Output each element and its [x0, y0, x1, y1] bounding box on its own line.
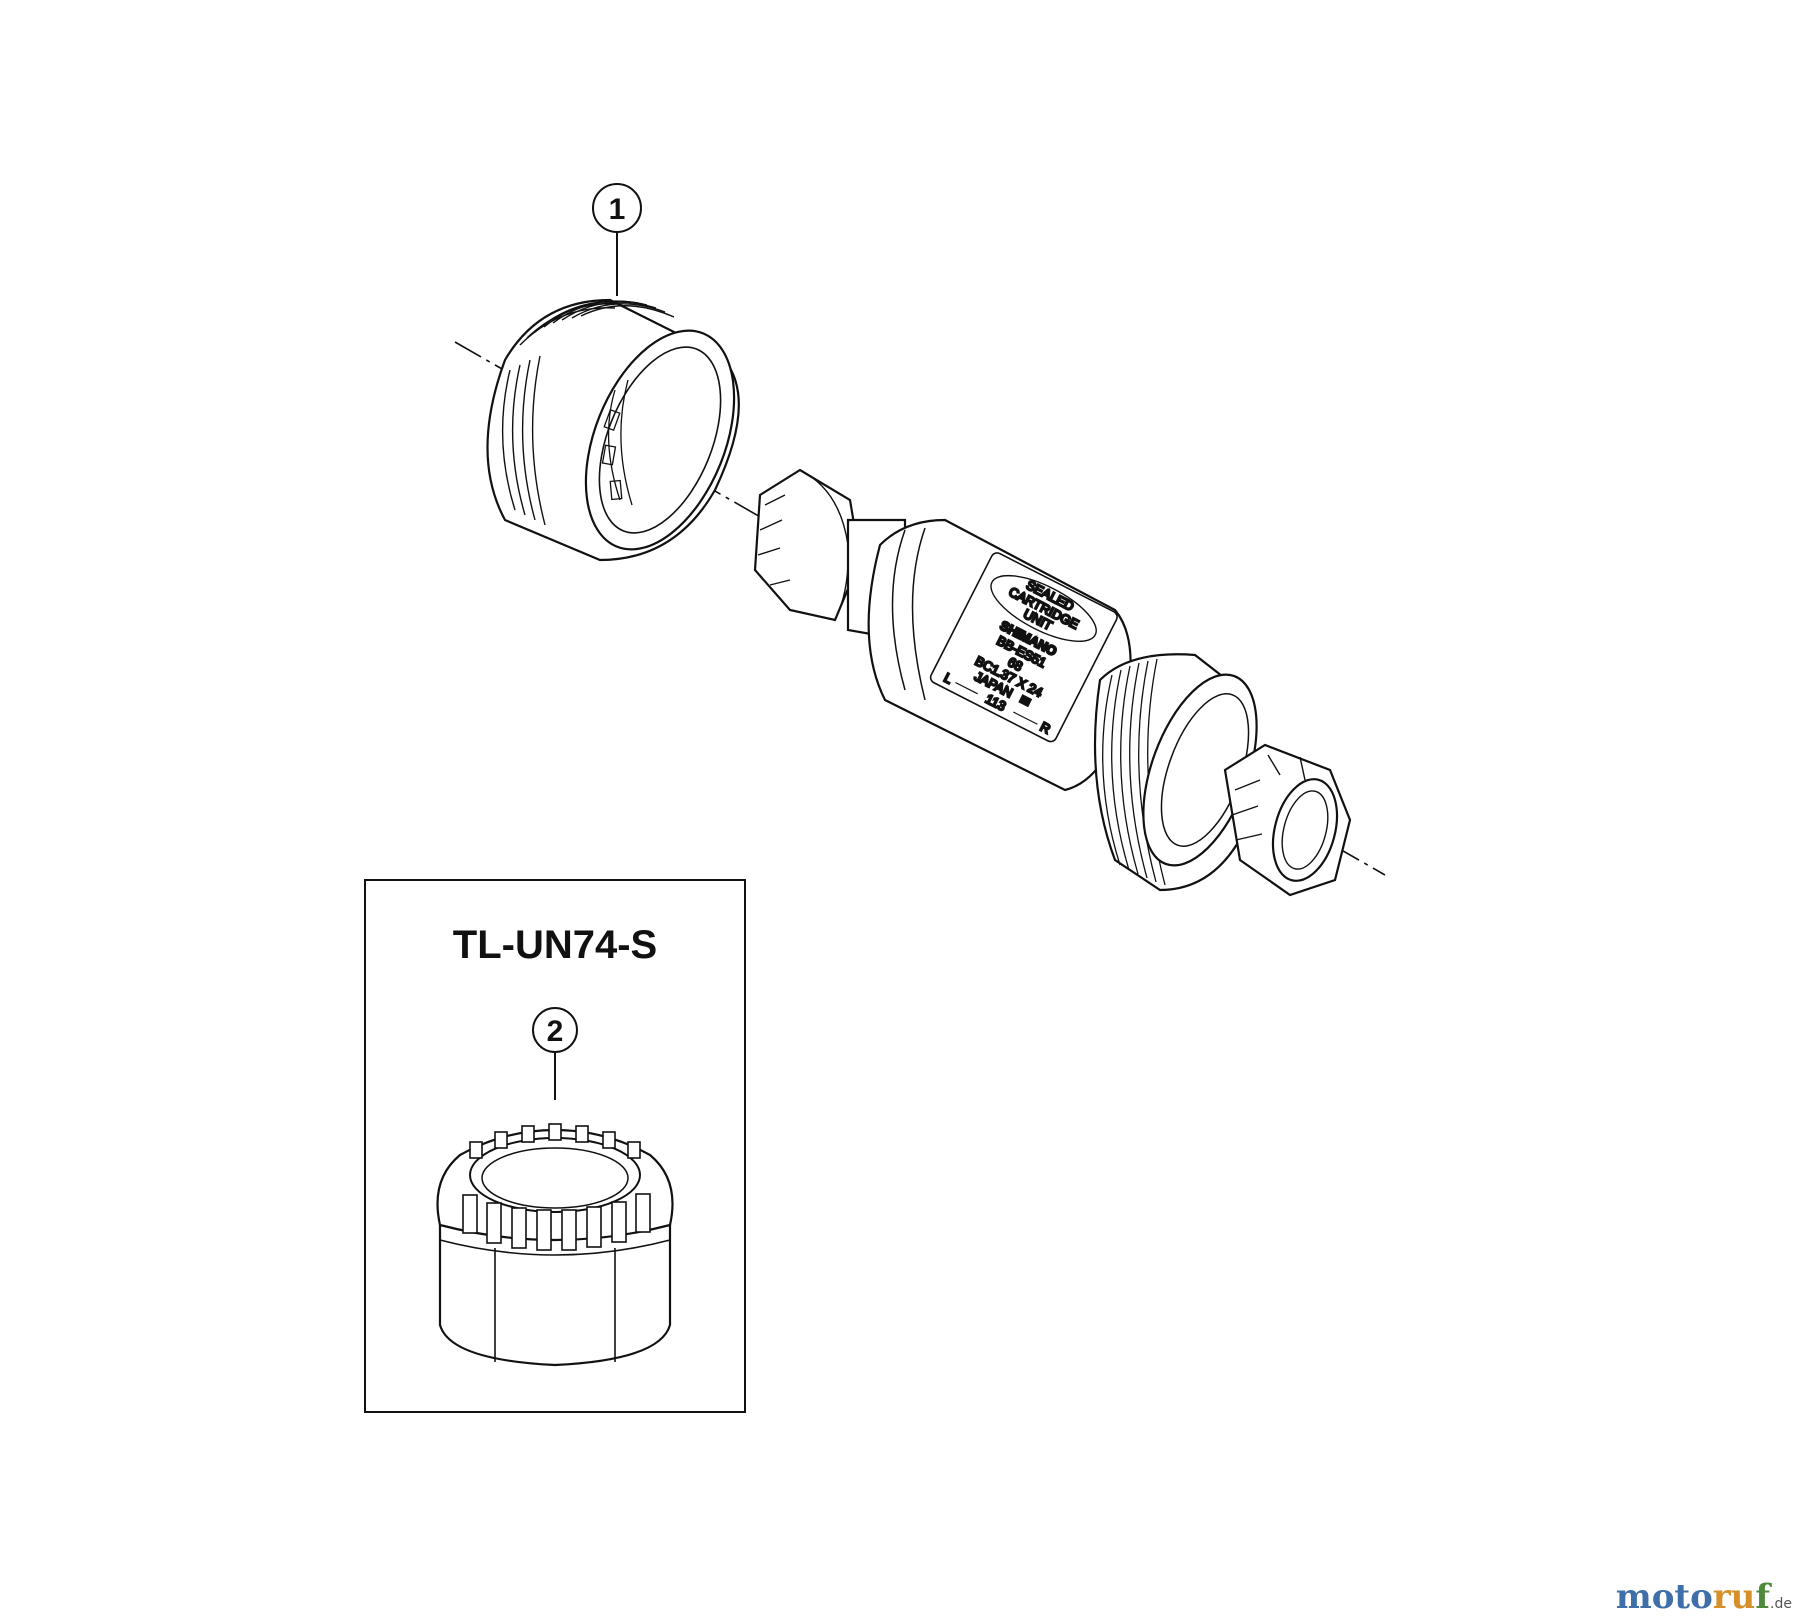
- tool-title: TL-UN74-S: [453, 923, 657, 967]
- bb-tool-drawing: [436, 1123, 674, 1367]
- left-bearing-cup: [486, 298, 740, 562]
- watermark-part-1: moto: [1615, 1577, 1713, 1617]
- cartridge-label-plate: SEALED CARTRIDGE UNIT SHIMANO BB-ES51 68…: [929, 552, 1118, 743]
- callout-1: 1: [592, 183, 642, 296]
- callout-2: 2: [532, 1007, 578, 1100]
- watermark-part-2: ru: [1712, 1577, 1756, 1617]
- tool-box: TL-UN74-S 2: [364, 879, 746, 1413]
- callout-1-number: 1: [609, 193, 626, 226]
- watermark-logo: motoruf.de: [1616, 1577, 1792, 1617]
- watermark-part-3: f: [1755, 1577, 1771, 1617]
- watermark-suffix: .de: [1770, 1596, 1792, 1612]
- bb-cartridge: SEALED CARTRIDGE UNIT SHIMANO BB-ES51 68…: [753, 468, 1352, 897]
- callout-2-number: 2: [547, 1015, 564, 1048]
